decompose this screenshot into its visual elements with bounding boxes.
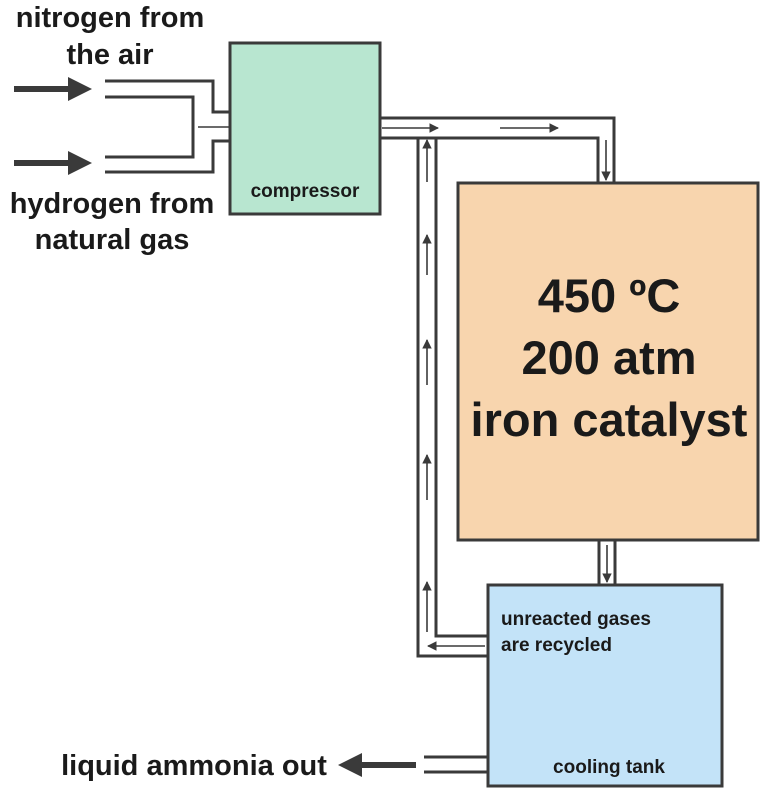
reactor-pressure-label: 200 atm (521, 331, 696, 384)
reactor-temperature-label: 450 ºC (538, 269, 681, 322)
hydrogen-input-arrow-icon (14, 151, 92, 175)
cooling-tank-box (486, 583, 724, 788)
compressor-box (228, 41, 382, 216)
reactor-catalyst-label: iron catalyst (471, 393, 748, 446)
cooling-tank-label: cooling tank (553, 757, 665, 778)
recycle-label-line1: unreacted gases (501, 609, 651, 630)
nitrogen-label-line1: nitrogen from (16, 2, 205, 34)
ammonia-output-arrow-icon (338, 753, 416, 777)
compressor-to-reactor-pipe (380, 116, 616, 183)
reactor-box (456, 181, 760, 542)
ammonia-output-label: liquid ammonia out (61, 750, 327, 782)
recycle-pipe (380, 136, 488, 658)
hydrogen-label-line1: hydrogen from (10, 188, 215, 220)
nitrogen-input-arrow-icon (14, 77, 92, 101)
reactor-to-tank-pipe (597, 540, 617, 585)
hydrogen-label-line2: natural gas (35, 224, 190, 256)
recycle-label-line2: are recycled (501, 635, 612, 656)
nitrogen-label-line2: the air (66, 39, 153, 71)
compressor-label: compressor (251, 181, 360, 202)
output-pipe (424, 755, 488, 774)
feed-pipe (105, 79, 257, 174)
